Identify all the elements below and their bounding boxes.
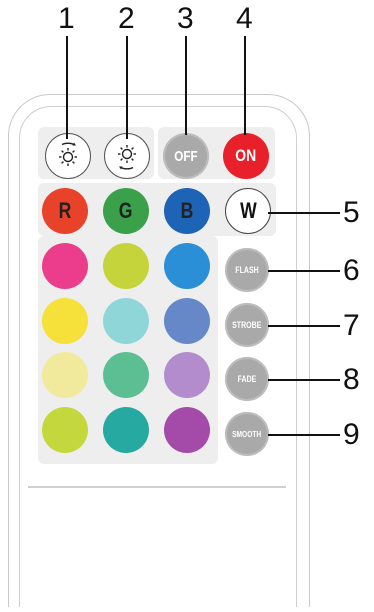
color-button-r4-c3[interactable] <box>164 407 210 453</box>
callout-number-6: 6 <box>343 254 360 287</box>
callout-line-8 <box>268 379 340 381</box>
red-label: R <box>58 198 72 223</box>
brightness-down-button[interactable] <box>45 133 91 179</box>
color-button-r2-c1[interactable] <box>42 298 88 344</box>
callout-line-1 <box>66 36 68 139</box>
color-button-r4-c2[interactable] <box>103 407 149 453</box>
brightness-down-icon <box>59 142 77 166</box>
color-button-r3-c2[interactable] <box>103 352 149 398</box>
on-button[interactable]: ON <box>223 133 269 179</box>
color-button-r1-c1[interactable] <box>42 243 88 289</box>
callout-line-2 <box>126 36 128 139</box>
blue-button[interactable]: B <box>164 188 210 234</box>
blue-label: B <box>180 198 194 223</box>
callout-number-7: 7 <box>343 309 360 342</box>
callout-number-3: 3 <box>177 2 194 35</box>
color-button-r3-c1[interactable] <box>42 352 88 398</box>
color-button-r1-c3[interactable] <box>164 243 210 289</box>
smooth-button[interactable]: SMOOTH <box>225 412 269 456</box>
callout-line-4 <box>244 36 246 135</box>
callout-number-5: 5 <box>343 196 360 229</box>
strobe-label: STROBE <box>232 320 262 330</box>
white-button[interactable]: W <box>225 188 271 234</box>
callout-number-8: 8 <box>343 363 360 396</box>
brightness-up-button[interactable] <box>104 133 150 179</box>
fade-button[interactable]: FADE <box>225 357 269 401</box>
red-button[interactable]: R <box>42 188 88 234</box>
strobe-button[interactable]: STROBE <box>225 303 269 347</box>
off-label: OFF <box>174 147 198 165</box>
flash-button[interactable]: FLASH <box>225 248 269 292</box>
color-button-r1-c2[interactable] <box>103 243 149 289</box>
remote-divider <box>28 486 286 488</box>
callout-line-7 <box>268 325 340 327</box>
color-button-r4-c1[interactable] <box>42 407 88 453</box>
off-button[interactable]: OFF <box>163 133 209 179</box>
callout-number-9: 9 <box>343 418 360 451</box>
on-label: ON <box>235 146 257 165</box>
color-button-r3-c3[interactable] <box>164 352 210 398</box>
callout-line-6 <box>268 270 340 272</box>
callout-number-1: 1 <box>58 2 75 35</box>
callout-line-9 <box>268 434 340 436</box>
green-label: G <box>119 198 133 223</box>
fade-label: FADE <box>237 374 257 384</box>
callout-number-2: 2 <box>118 2 135 35</box>
callout-line-3 <box>185 36 187 135</box>
color-button-r2-c2[interactable] <box>103 298 149 344</box>
white-label: W <box>239 198 257 223</box>
flash-label: FLASH <box>235 265 259 275</box>
green-button[interactable]: G <box>103 188 149 234</box>
smooth-label: SMOOTH <box>232 429 262 439</box>
brightness-up-icon <box>118 145 136 170</box>
color-button-r2-c3[interactable] <box>164 298 210 344</box>
callout-line-5 <box>268 212 340 214</box>
callout-number-4: 4 <box>236 2 253 35</box>
